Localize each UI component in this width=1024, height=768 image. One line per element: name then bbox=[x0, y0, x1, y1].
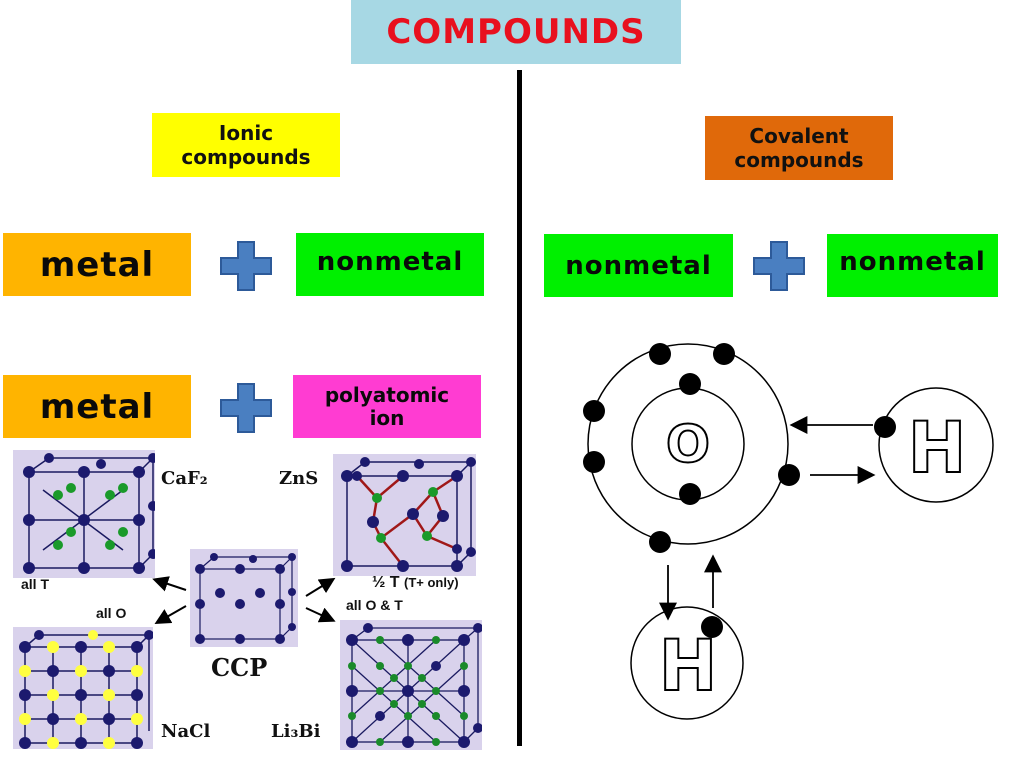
hydrogen-bottom-shell bbox=[630, 606, 744, 720]
hydrogen-bottom-letter: H bbox=[659, 625, 718, 707]
hydrogen-right-letter: H bbox=[908, 407, 967, 489]
li3bi-crystal-image bbox=[340, 620, 483, 750]
li3bi-label: Li₃Bi bbox=[271, 721, 321, 742]
covalent-compounds-header: Covalent compounds bbox=[705, 116, 893, 180]
hydrogen-right-shell bbox=[878, 387, 994, 503]
ccp-label: CCP bbox=[211, 653, 268, 682]
oxygen-letter: O bbox=[666, 415, 710, 475]
caf2-crystal-image bbox=[13, 450, 158, 578]
ccp-arrows bbox=[152, 576, 336, 624]
nacl-crystal-image bbox=[13, 627, 154, 749]
center-divider bbox=[517, 70, 522, 746]
oxygen-outer-shell bbox=[587, 343, 789, 545]
page-title: COMPOUNDS bbox=[351, 0, 681, 64]
caf2-label: CaF₂ bbox=[161, 468, 208, 489]
plus-icon bbox=[220, 241, 272, 291]
all-t-label: all T bbox=[21, 576, 50, 592]
polyatomic-ion-box: polyatomic ion bbox=[293, 375, 481, 438]
all-o-and-t-label: all O & T bbox=[346, 597, 403, 613]
nonmetal-box: nonmetal bbox=[827, 234, 998, 297]
ionic-compounds-header: Ionic compounds bbox=[152, 113, 340, 177]
water-electron-diagram: O H H bbox=[583, 343, 994, 720]
all-o-label: all O bbox=[96, 605, 127, 621]
metal-box: metal bbox=[3, 233, 191, 296]
ccp-crystal-image bbox=[190, 549, 298, 647]
nonmetal-box: nonmetal bbox=[544, 234, 733, 297]
zns-crystal-image bbox=[333, 454, 476, 576]
plus-icon bbox=[753, 241, 805, 291]
metal-box: metal bbox=[3, 375, 191, 438]
nonmetal-box: nonmetal bbox=[296, 233, 484, 296]
half-t-label: ½ T (T+ only) bbox=[372, 574, 459, 591]
plus-icon bbox=[220, 383, 272, 433]
nacl-label: NaCl bbox=[161, 721, 211, 742]
zns-label: ZnS bbox=[279, 468, 319, 489]
